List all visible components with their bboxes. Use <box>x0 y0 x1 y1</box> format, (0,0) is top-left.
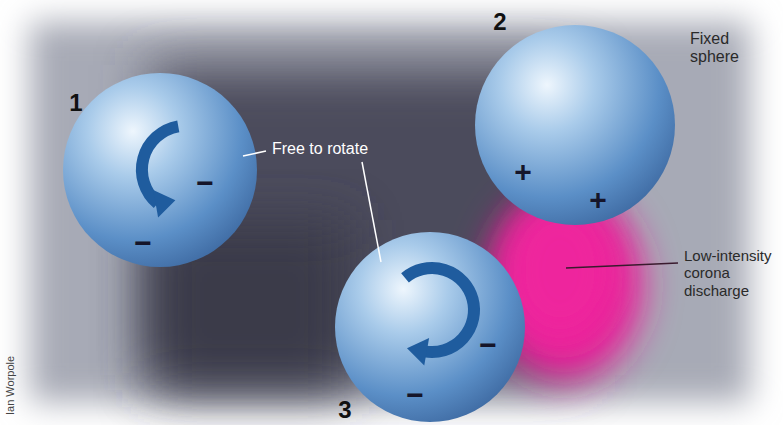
sphere-body <box>335 232 525 422</box>
rotation-arrowhead <box>153 190 175 218</box>
callout-number: 1 <box>69 91 82 115</box>
sphere-outline <box>63 73 257 267</box>
leader-line <box>243 151 266 156</box>
sphere-outline <box>335 232 525 422</box>
charge-sign: − <box>134 228 152 258</box>
rotation-arrow <box>142 126 178 203</box>
callout-number: 2 <box>493 10 506 34</box>
sphere: 1 − − <box>63 73 257 267</box>
leader-line <box>362 162 381 262</box>
charge-sign: − <box>479 330 497 360</box>
annotation-label: Low-intensity corona discharge <box>684 247 778 299</box>
annotation-label: Free to rotate <box>272 140 368 158</box>
charge-sign: − <box>196 168 214 198</box>
charge-sign: − <box>406 380 424 410</box>
sphere-outline <box>475 25 675 225</box>
credit-label: Ian Worpole <box>4 356 17 415</box>
sphere-body <box>63 73 257 267</box>
charge-sign: + <box>589 185 607 215</box>
leader-line <box>566 263 678 268</box>
part-label: Fixed sphere <box>690 30 752 67</box>
rotation-arrow <box>405 268 474 352</box>
callout-number: 3 <box>338 398 351 422</box>
rotation-arrowhead <box>407 338 429 366</box>
charge-sign: + <box>514 157 532 187</box>
sphere: 2++ <box>475 25 675 225</box>
sphere: 3 − − <box>335 232 525 422</box>
sphere-body <box>475 25 675 225</box>
